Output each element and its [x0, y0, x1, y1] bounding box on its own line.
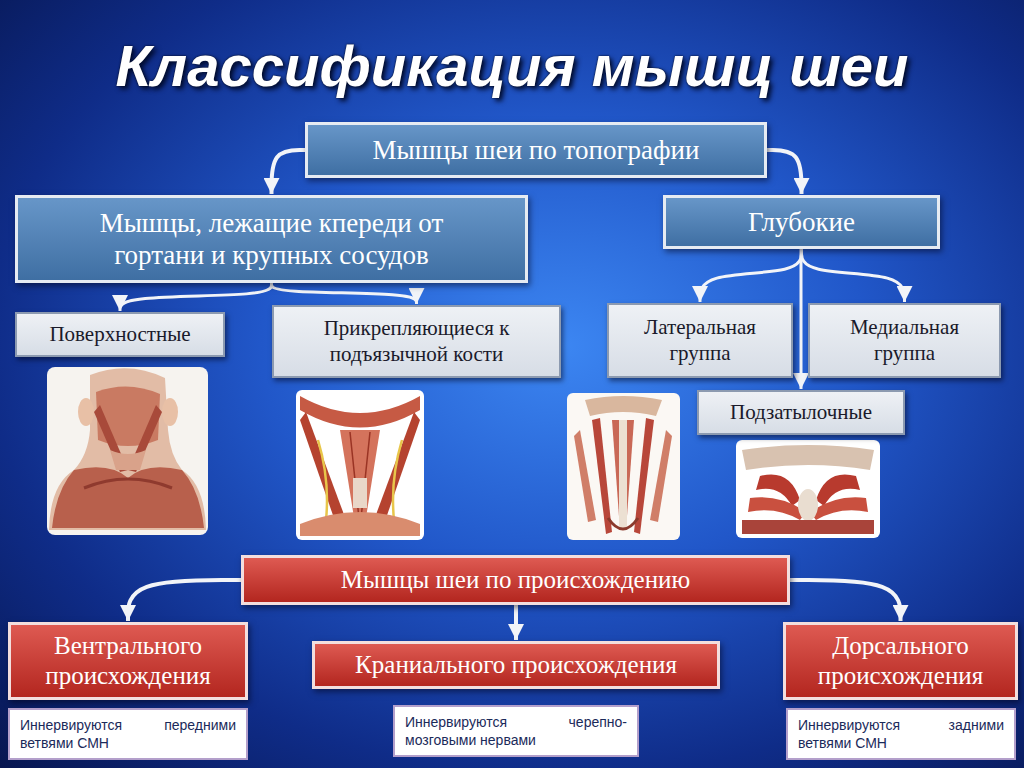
category-box: Глубокие	[663, 195, 940, 249]
note-box: Иннервируются черепно-мозговыми нервами	[393, 705, 639, 757]
arrow-connector	[120, 283, 272, 311]
box-text: Дорсального происхождения	[798, 631, 1003, 691]
subgroup-box: Медиальная группа	[808, 303, 1001, 378]
anatomy-illustration	[567, 393, 680, 540]
origin-box: Вентрального происхождения	[8, 622, 248, 700]
arrow-connector	[700, 249, 802, 302]
box-text: Поверхностные	[49, 322, 190, 347]
box-text: Подзатылочные	[730, 400, 872, 425]
arrow-connector	[802, 249, 905, 302]
box-text: Медиальная группа	[824, 315, 985, 365]
anatomy-illustration	[47, 367, 208, 535]
title: Классификация мышц шеи	[0, 32, 1024, 99]
box-text: Вентрального происхождения	[23, 631, 233, 691]
arrow-connector	[767, 150, 802, 194]
origin-box: Дорсального происхождения	[783, 622, 1018, 700]
title-text: Классификация мышц шеи	[0, 32, 1024, 99]
box-text: Латеральная группа	[623, 315, 777, 365]
box-text: Краниального происхождения	[355, 650, 677, 680]
arrow-connector	[272, 150, 306, 194]
box-text: Глубокие	[748, 206, 855, 238]
box-text: Мышцы шеи по происхождению	[341, 565, 690, 595]
box-text: Иннервируются задними ветвями СМН	[798, 716, 1004, 752]
origin-box: Краниального происхождения	[312, 641, 720, 689]
arrow-connector	[272, 283, 417, 304]
note-box: Иннервируются передними ветвями СМН	[8, 708, 248, 760]
box-text: Иннервируются передними ветвями СМН	[20, 716, 236, 752]
origin-header-box: Мышцы шеи по происхождению	[241, 555, 790, 605]
subgroup-box: Поверхностные	[15, 312, 225, 357]
anatomy-illustration	[296, 390, 424, 540]
anatomy-illustration	[736, 440, 880, 538]
category-box: Мышцы шеи по топографии	[305, 122, 767, 178]
category-box: Мышцы, лежащие кпереди от гортани и круп…	[15, 195, 528, 283]
subgroup-box: Латеральная группа	[607, 303, 793, 378]
subgroup-box: Прикрепляющиеся к подъязычной кости	[272, 305, 561, 378]
arrow-connector	[800, 249, 803, 389]
box-text: Иннервируются черепно-мозговыми нервами	[405, 713, 627, 749]
arrow-connector	[128, 580, 241, 621]
arrow-connector	[790, 580, 901, 621]
box-text: Мышцы, лежащие кпереди от гортани и круп…	[88, 207, 455, 272]
arrow-connector	[514, 605, 518, 640]
box-text: Прикрепляющиеся к подъязычной кости	[288, 316, 545, 366]
subgroup-box: Подзатылочные	[697, 390, 905, 435]
box-text: Мышцы шеи по топографии	[373, 134, 700, 166]
note-box: Иннервируются задними ветвями СМН	[786, 708, 1016, 760]
